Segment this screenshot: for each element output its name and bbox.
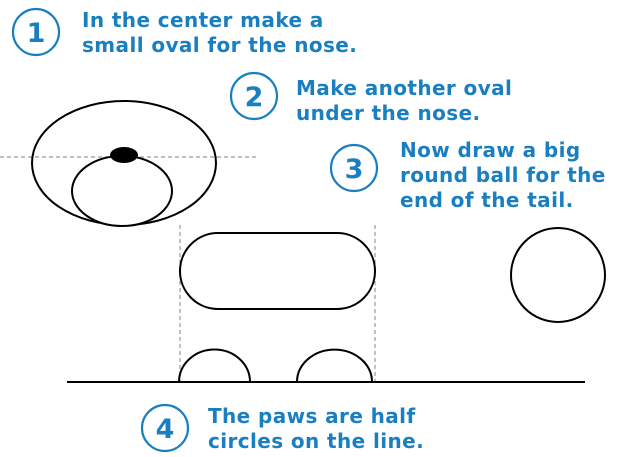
step-1-line-1: In the center make a (82, 8, 357, 33)
step-3-instruction: Now draw a big round ball for the end of… (400, 138, 606, 213)
left-paw-half-circle (179, 350, 250, 382)
step-4-line-2: circles on the line. (208, 429, 424, 454)
step-3-line-1: Now draw a big (400, 138, 606, 163)
muzzle-oval (72, 156, 172, 226)
step-3-line-3: end of the tail. (400, 188, 606, 213)
step-1-instruction: In the center make a small oval for the … (82, 8, 357, 58)
step-2-line-1: Make another oval (296, 76, 512, 101)
step-1-line-2: small oval for the nose. (82, 33, 357, 58)
step-2-line-2: under the nose. (296, 101, 512, 126)
step-1-badge: 1 (13, 9, 59, 55)
step-3-number: 3 (345, 154, 364, 185)
step-3-line-2: round ball for the (400, 163, 606, 188)
step-2-instruction: Make another oval under the nose. (296, 76, 512, 126)
right-paw-half-circle (297, 350, 372, 382)
step-1-number: 1 (27, 18, 46, 49)
nose-oval (110, 147, 138, 163)
step-4-number: 4 (156, 414, 175, 445)
step-4-badge: 4 (142, 405, 188, 451)
step-4-instruction: The paws are half circles on the line. (208, 404, 424, 454)
step-2-badge: 2 (231, 73, 277, 119)
step-4-line-1: The paws are half (208, 404, 424, 429)
tail-ball-circle (511, 228, 605, 322)
body-rounded-rect (180, 233, 375, 309)
step-2-number: 2 (245, 82, 264, 113)
step-3-badge: 3 (331, 145, 377, 191)
